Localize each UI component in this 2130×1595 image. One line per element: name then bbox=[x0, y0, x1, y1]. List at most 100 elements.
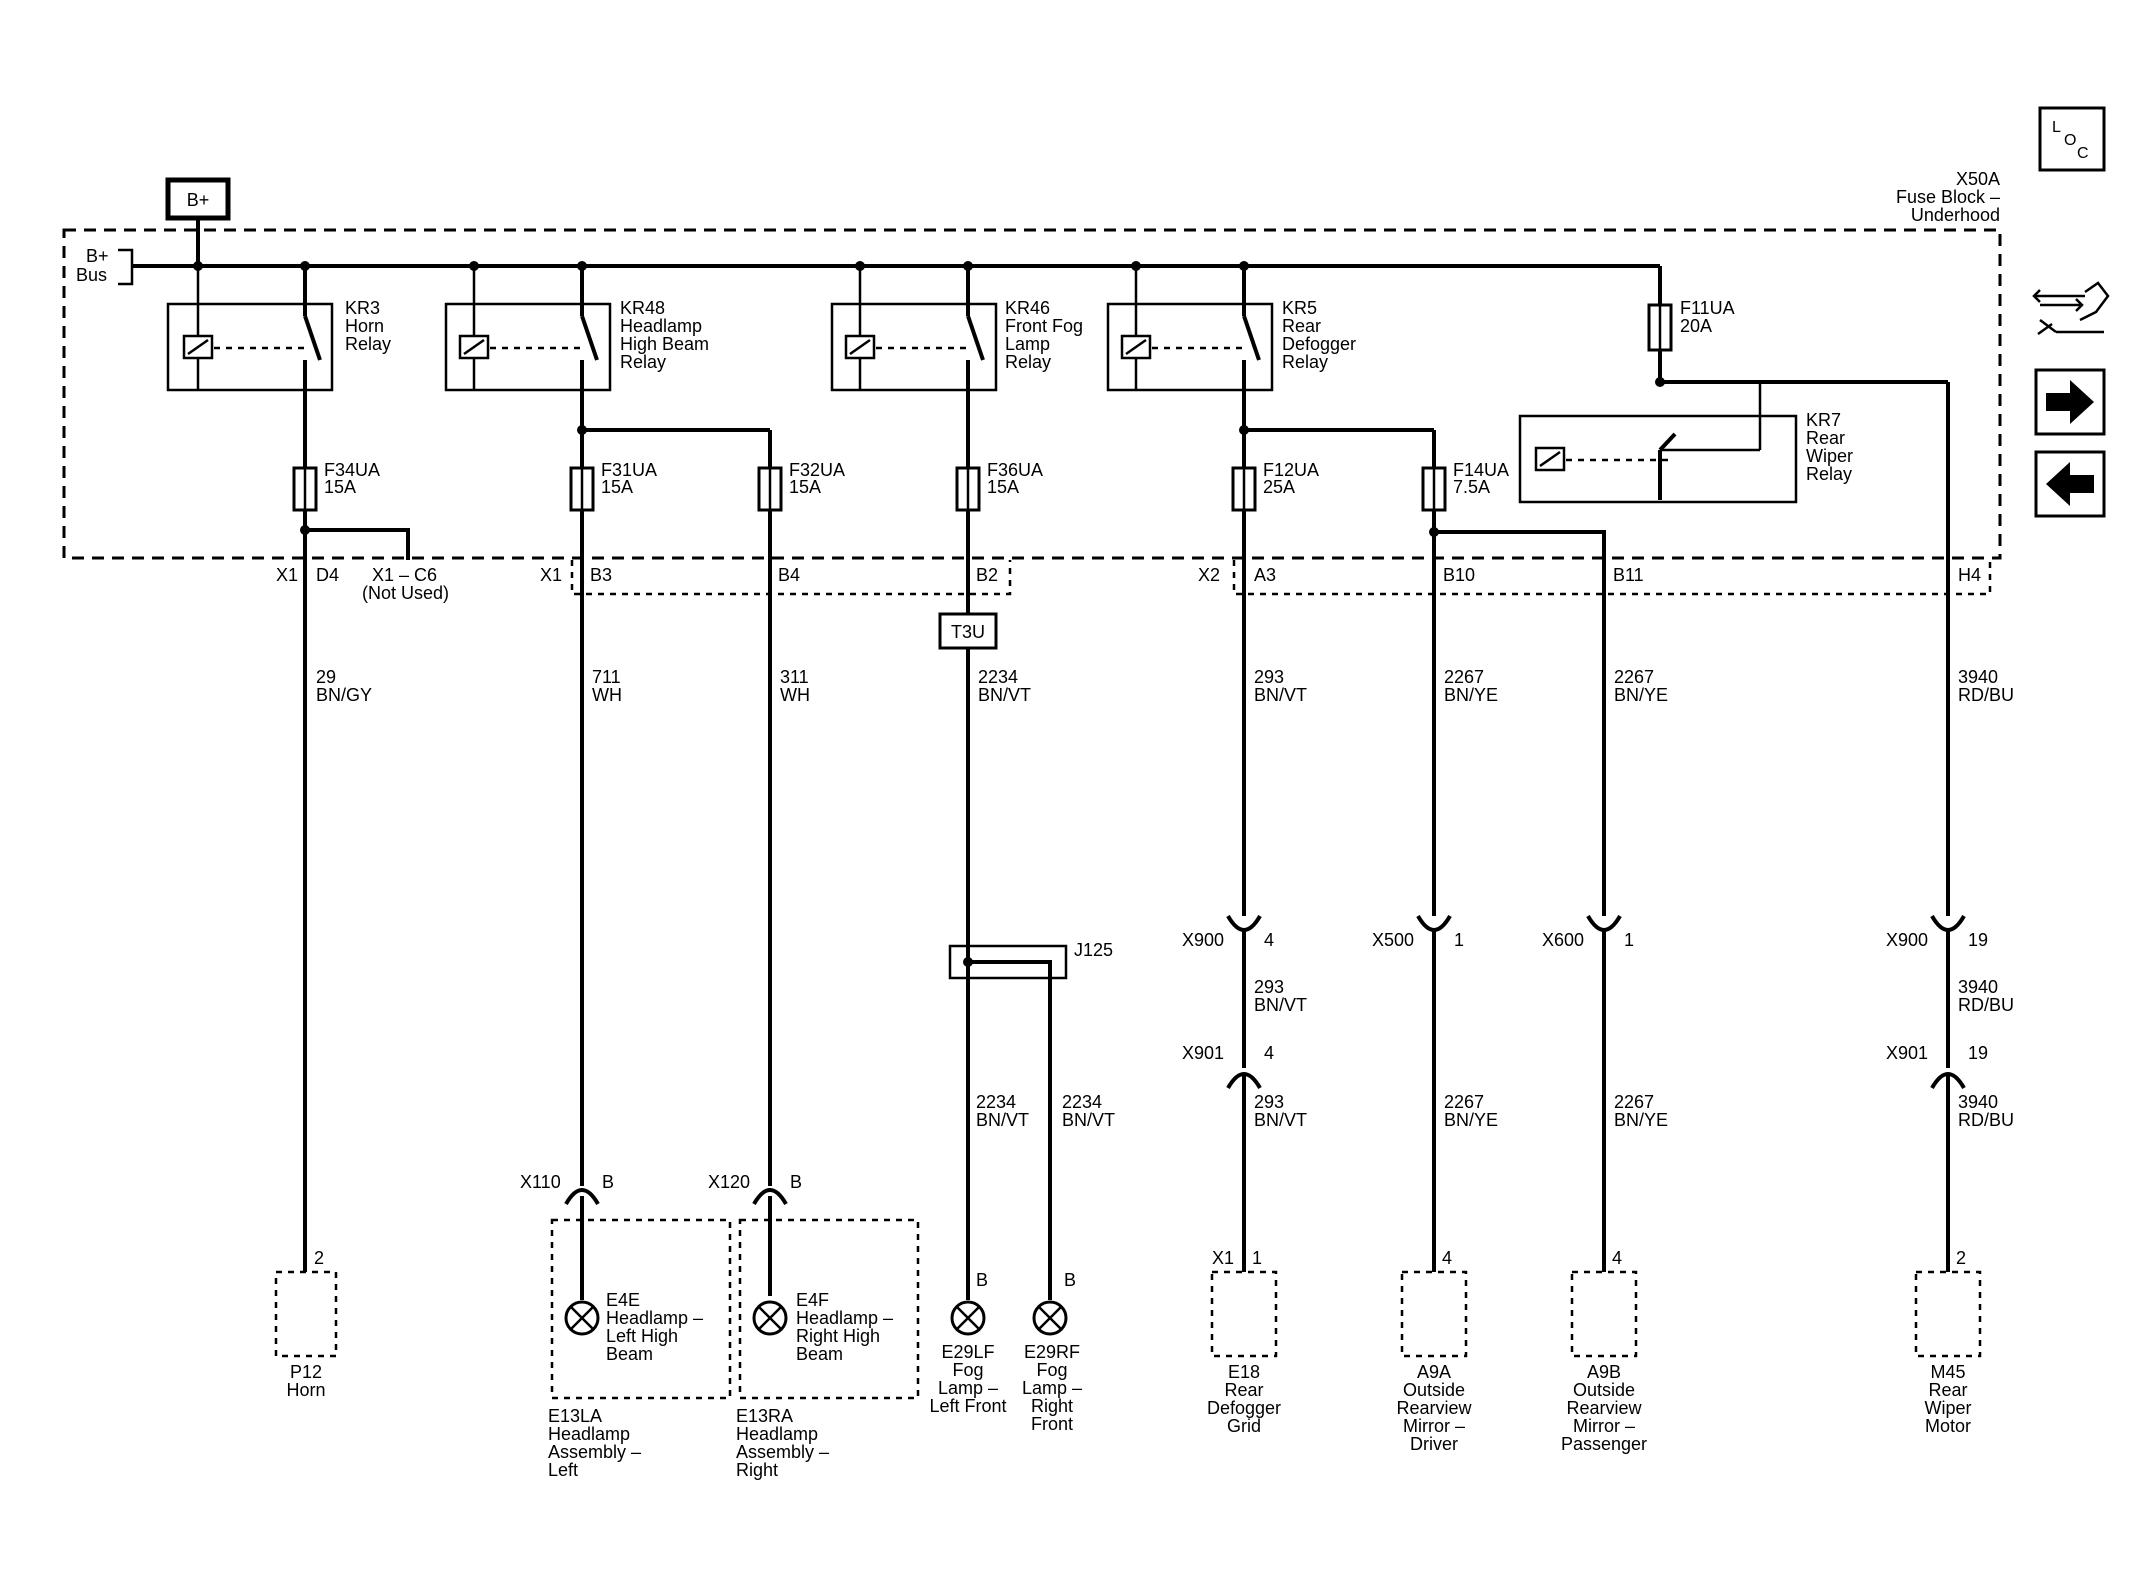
svg-text:BN/YE: BN/YE bbox=[1614, 1110, 1668, 1130]
svg-text:20A: 20A bbox=[1680, 316, 1712, 336]
connector-x900-b: X900 19 bbox=[1886, 914, 1988, 950]
svg-text:7.5A: 7.5A bbox=[1453, 477, 1490, 497]
svg-text:Headlamp: Headlamp bbox=[736, 1424, 818, 1444]
svg-text:29: 29 bbox=[316, 667, 336, 687]
lamp-icon bbox=[564, 1300, 600, 1336]
svg-text:Lamp –: Lamp – bbox=[938, 1378, 998, 1398]
svg-text:293: 293 bbox=[1254, 1092, 1284, 1112]
svg-text:1: 1 bbox=[1252, 1248, 1262, 1268]
svg-text:RD/BU: RD/BU bbox=[1958, 1110, 2014, 1130]
connector-x600: X600 1 bbox=[1542, 914, 1634, 950]
svg-text:Left High: Left High bbox=[606, 1326, 678, 1346]
svg-text:F36UA: F36UA bbox=[987, 460, 1043, 480]
svg-text:2267: 2267 bbox=[1614, 667, 1654, 687]
svg-text:E4F: E4F bbox=[796, 1290, 829, 1310]
svg-text:F12UA: F12UA bbox=[1263, 460, 1319, 480]
svg-text:2: 2 bbox=[1956, 1248, 1966, 1268]
svg-text:2267: 2267 bbox=[1444, 1092, 1484, 1112]
svg-text:3940: 3940 bbox=[1958, 1092, 1998, 1112]
svg-text:3940: 3940 bbox=[1958, 977, 1998, 997]
svg-text:A9A: A9A bbox=[1417, 1362, 1451, 1382]
svg-text:X600: X600 bbox=[1542, 930, 1584, 950]
svg-text:BN/VT: BN/VT bbox=[978, 685, 1031, 705]
svg-text:T3U: T3U bbox=[951, 622, 985, 642]
svg-text:3940: 3940 bbox=[1958, 667, 1998, 687]
svg-text:Left Front: Left Front bbox=[929, 1396, 1006, 1416]
svg-text:2267: 2267 bbox=[1614, 1092, 1654, 1112]
component-e13la: E4E Headlamp – Left High Beam E13LA Head… bbox=[548, 1218, 732, 1480]
svg-text:Wiper: Wiper bbox=[1806, 446, 1853, 466]
loc-icon[interactable]: L O C bbox=[2038, 106, 2106, 172]
svg-text:F32UA: F32UA bbox=[789, 460, 845, 480]
svg-text:J125: J125 bbox=[1074, 940, 1113, 960]
svg-text:Fog: Fog bbox=[1036, 1360, 1067, 1380]
svg-text:X2: X2 bbox=[1198, 565, 1220, 585]
svg-text:Relay: Relay bbox=[620, 352, 666, 372]
svg-text:B3: B3 bbox=[590, 565, 612, 585]
svg-text:C: C bbox=[2077, 145, 2089, 162]
svg-text:Headlamp: Headlamp bbox=[548, 1424, 630, 1444]
lamp-icon bbox=[752, 1300, 788, 1336]
svg-text:BN/VT: BN/VT bbox=[1254, 685, 1307, 705]
arrow-right-icon[interactable] bbox=[2034, 368, 2106, 436]
connector-x110: X110 B bbox=[520, 1172, 614, 1206]
relay-kr7: KR7 Rear Wiper Relay bbox=[1518, 380, 1853, 504]
svg-text:B11: B11 bbox=[1613, 565, 1644, 585]
splice-t3u: T3U bbox=[938, 612, 998, 650]
fuse-f11ua: F11UA 20A bbox=[1647, 298, 1735, 352]
svg-text:Front: Front bbox=[1031, 1414, 1073, 1434]
svg-text:KR3: KR3 bbox=[345, 298, 380, 318]
schematic-nav-icon[interactable] bbox=[2032, 281, 2110, 336]
wire-labels-upper: 29 BN/GY 711 WH 311 WH 2234 BN/VT 293 BN… bbox=[316, 667, 2014, 705]
svg-text:X1 – C6: X1 – C6 bbox=[372, 565, 437, 585]
svg-text:Relay: Relay bbox=[1282, 352, 1328, 372]
svg-text:F11UA: F11UA bbox=[1680, 298, 1735, 318]
svg-text:A3: A3 bbox=[1254, 565, 1276, 585]
svg-text:Headlamp: Headlamp bbox=[620, 316, 702, 336]
svg-text:RD/BU: RD/BU bbox=[1958, 685, 2014, 705]
svg-text:Lamp: Lamp bbox=[1005, 334, 1050, 354]
svg-text:2267: 2267 bbox=[1444, 667, 1484, 687]
splice-j125: J125 bbox=[948, 940, 1113, 1300]
svg-text:B: B bbox=[790, 1172, 802, 1192]
svg-text:A9B: A9B bbox=[1587, 1362, 1621, 1382]
connector-x500: X500 1 bbox=[1372, 914, 1464, 950]
svg-text:1: 1 bbox=[1454, 930, 1464, 950]
svg-text:(Not Used): (Not Used) bbox=[362, 583, 449, 603]
svg-text:BN/VT: BN/VT bbox=[1254, 995, 1307, 1015]
svg-text:KR5: KR5 bbox=[1282, 298, 1317, 318]
connector-x901-b: X901 19 bbox=[1886, 1043, 1988, 1090]
svg-text:Headlamp –: Headlamp – bbox=[606, 1308, 703, 1328]
svg-text:Outside: Outside bbox=[1403, 1380, 1465, 1400]
component-a9a: 4 A9A Outside Rearview Mirror – Driver bbox=[1396, 1248, 1472, 1454]
fuse-f14ua: F14UA 7.5A bbox=[1421, 460, 1509, 512]
svg-text:D4: D4 bbox=[316, 565, 339, 585]
svg-text:WH: WH bbox=[592, 685, 622, 705]
connector-x900-a: X900 4 bbox=[1182, 914, 1274, 950]
svg-text:BN/YE: BN/YE bbox=[1444, 1110, 1498, 1130]
relay-kr5: KR5 Rear Defogger Relay bbox=[1106, 266, 1356, 470]
svg-text:B2: B2 bbox=[976, 565, 998, 585]
svg-text:Grid: Grid bbox=[1227, 1416, 1261, 1436]
svg-text:2234: 2234 bbox=[976, 1092, 1016, 1112]
svg-text:BN/VT: BN/VT bbox=[1254, 1110, 1307, 1130]
svg-text:X1: X1 bbox=[540, 565, 562, 585]
svg-text:B+: B+ bbox=[86, 246, 109, 266]
svg-text:4: 4 bbox=[1612, 1248, 1622, 1268]
svg-text:2234: 2234 bbox=[1062, 1092, 1102, 1112]
svg-text:Fuse Block –: Fuse Block – bbox=[1896, 187, 2000, 207]
svg-text:X901: X901 bbox=[1886, 1043, 1928, 1063]
svg-text:19: 19 bbox=[1968, 1043, 1988, 1063]
svg-text:Rearview: Rearview bbox=[1566, 1398, 1642, 1418]
svg-text:Assembly –: Assembly – bbox=[736, 1442, 829, 1462]
svg-text:High Beam: High Beam bbox=[620, 334, 709, 354]
svg-text:Right: Right bbox=[1031, 1396, 1073, 1416]
svg-text:Underhood: Underhood bbox=[1911, 205, 2000, 225]
svg-text:X110: X110 bbox=[520, 1172, 561, 1192]
svg-text:Outside: Outside bbox=[1573, 1380, 1635, 1400]
arrow-left-icon[interactable] bbox=[2034, 450, 2106, 518]
relay-kr3: KR3 Horn Relay bbox=[166, 266, 391, 470]
svg-text:X500: X500 bbox=[1372, 930, 1414, 950]
svg-text:Relay: Relay bbox=[345, 334, 391, 354]
svg-text:E13RA: E13RA bbox=[736, 1406, 793, 1426]
